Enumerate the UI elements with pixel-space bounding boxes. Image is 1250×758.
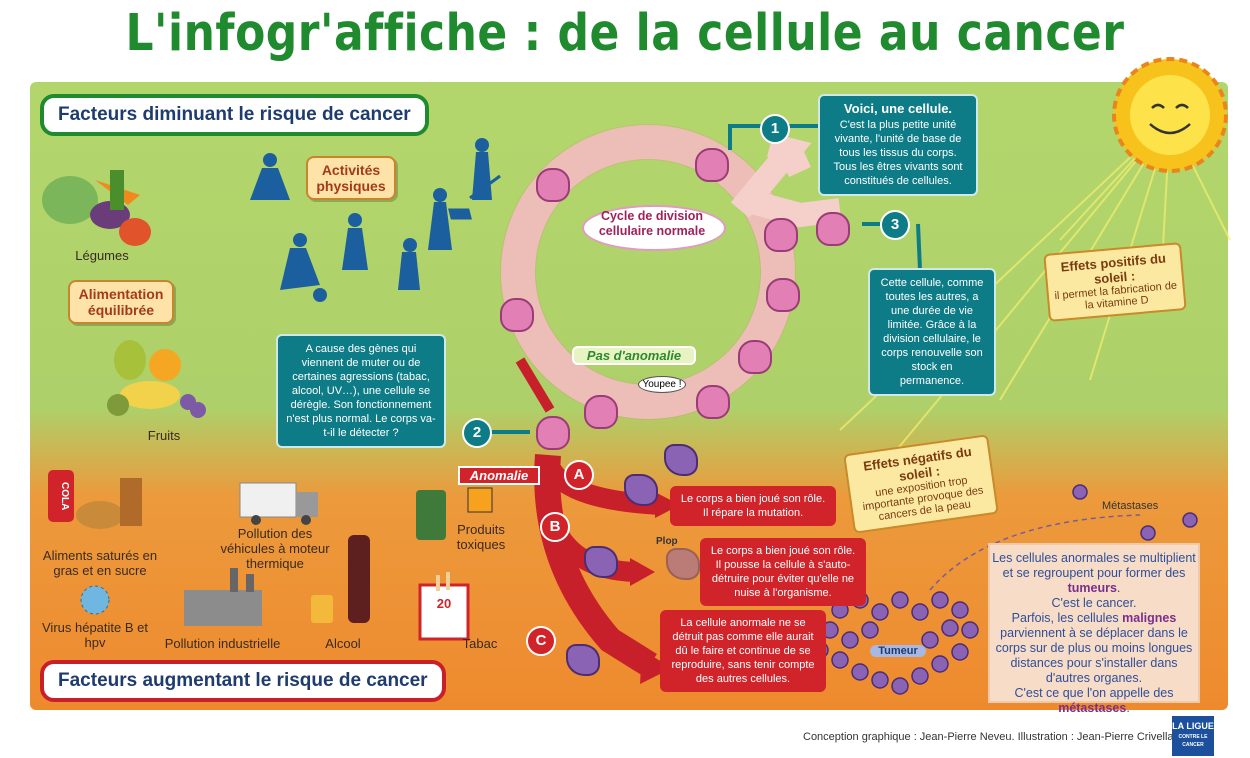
logo-line-1: LA LIGUE xyxy=(1172,721,1214,731)
summary-p4-bold: métastases xyxy=(1058,701,1127,715)
summary-p3-rest: parviennent à se déplacer dans le corps … xyxy=(995,626,1193,685)
cell-icon xyxy=(764,218,798,252)
tabac-label: Tabac xyxy=(462,636,498,651)
cell-icon xyxy=(766,278,800,312)
cigarette-pack-illustration xyxy=(418,572,470,641)
tumor-cluster xyxy=(811,484,1198,695)
outcome-a-text: Le corps a bien joué son rôle. Il répare… xyxy=(670,486,836,526)
toxic-barrel-illustration xyxy=(416,487,493,540)
cycle-label-bubble xyxy=(582,205,726,251)
cell-icon xyxy=(738,340,772,374)
summary-p4: C'est ce que l'on appelle des xyxy=(1014,686,1174,700)
fruits-label: Fruits xyxy=(147,428,181,443)
cell-icon xyxy=(816,212,850,246)
abnormal-cell-icon xyxy=(566,644,600,676)
abnormal-cell-icon xyxy=(664,444,698,476)
produits-label: Produits toxiques xyxy=(456,522,506,552)
virus-illustration xyxy=(80,585,110,615)
summary-p1-bold: tumeurs xyxy=(1067,581,1117,595)
summary-p2: C'est le cancer. xyxy=(1051,596,1137,610)
division-cycle-ring xyxy=(500,124,842,420)
virus-label: Virus hépatite B et hpv xyxy=(42,620,148,650)
page-title: L'infogr'affiche : de la cellule au canc… xyxy=(125,4,1125,63)
step-2-box: A cause des gènes qui viennent de muter … xyxy=(276,334,446,448)
abnormal-cell-icon xyxy=(624,474,658,506)
fruits-illustration xyxy=(107,340,206,418)
credit-text: Conception graphique : Jean-Pierre Neveu… xyxy=(803,731,1183,743)
ligue-logo: LA LIGUE CONTRE LE CANCER xyxy=(1172,716,1214,756)
step-3-text: Cette cellule, comme toutes les autres, … xyxy=(880,277,984,387)
outcome-a-badge: A xyxy=(564,460,594,490)
step-1-title: Voici, une cellule. xyxy=(843,101,953,116)
sport-silhouettes xyxy=(250,138,501,302)
abnormal-cell-icon xyxy=(584,546,618,578)
protective-factors-header: Facteurs diminuant le risque de cancer xyxy=(40,94,429,136)
step-2-badge: 2 xyxy=(462,418,492,448)
summary-p3-bold: malignes xyxy=(1122,611,1177,625)
outcome-b-badge: B xyxy=(540,512,570,542)
cell-icon xyxy=(695,148,729,182)
cycle-label: Cycle de division cellulaire normale xyxy=(598,209,706,238)
vegetables-illustration xyxy=(42,170,151,246)
step-2-text: A cause des gènes qui viennent de muter … xyxy=(286,343,436,439)
plop-label: Plop xyxy=(656,536,678,547)
cell-icon xyxy=(500,298,534,332)
outcome-c-text: La cellule anormale ne se détruit pas co… xyxy=(660,610,826,692)
cola-label: COLA xyxy=(59,482,70,511)
step-3-box: Cette cellule, comme toutes les autres, … xyxy=(868,268,996,396)
metastases-label: Métastases xyxy=(1102,500,1159,512)
tumeur-label: Tumeur xyxy=(870,645,926,657)
alimentation-tag: Alimentation équilibrée xyxy=(68,280,174,324)
factory-illustration xyxy=(184,568,262,626)
cell-icon xyxy=(584,395,618,429)
mutated-cell-icon xyxy=(536,416,570,450)
step-1-box: Voici, une cellule. C'est la plus petite… xyxy=(818,94,978,196)
summary-box: Les cellules anormales se multiplient et… xyxy=(988,543,1200,715)
summary-p1: Les cellules anormales se multiplient et… xyxy=(992,551,1196,580)
alcool-label: Alcool xyxy=(325,636,361,651)
exploded-cell-icon xyxy=(666,548,700,580)
truck-illustration xyxy=(239,482,318,525)
cell-icon xyxy=(696,385,730,419)
legumes-label: Légumes xyxy=(75,248,129,263)
youpee-bubble: Youpee ! xyxy=(638,376,686,393)
pas-anomalie-tag: Pas d'anomalie xyxy=(572,346,696,365)
summary-p3: Parfois, les cellules xyxy=(1011,611,1119,625)
cell-icon xyxy=(536,168,570,202)
metastasis-path xyxy=(929,514,1141,591)
step-1-badge: 1 xyxy=(760,114,790,144)
sun-positive-box: Effets positifs du soleil : il permet la… xyxy=(1043,242,1187,322)
junk-food-illustration xyxy=(48,470,142,529)
outcome-c-badge: C xyxy=(526,626,556,656)
logo-line-2: CONTRE LE CANCER xyxy=(1178,734,1208,748)
pack-number: 20 xyxy=(436,596,452,611)
pollution-industrielle-label: Pollution industrielle xyxy=(164,636,281,651)
risk-factors-header: Facteurs augmentant le risque de cancer xyxy=(40,660,446,702)
aliments-label: Aliments saturés en gras et en sucre xyxy=(42,548,158,578)
alcohol-illustration xyxy=(311,535,370,623)
anomalie-tag: Anomalie xyxy=(458,466,540,485)
step-1-text: C'est la plus petite unité vivante, l'un… xyxy=(833,119,963,187)
outcome-b-text: Le corps a bien joué son rôle. Il pousse… xyxy=(700,538,866,606)
pollution-vehicules-label: Pollution des véhicules à moteur thermiq… xyxy=(220,526,330,571)
activites-tag: Activités physiques xyxy=(306,156,396,200)
step-3-badge: 3 xyxy=(880,210,910,240)
sun-icon xyxy=(1112,57,1228,173)
